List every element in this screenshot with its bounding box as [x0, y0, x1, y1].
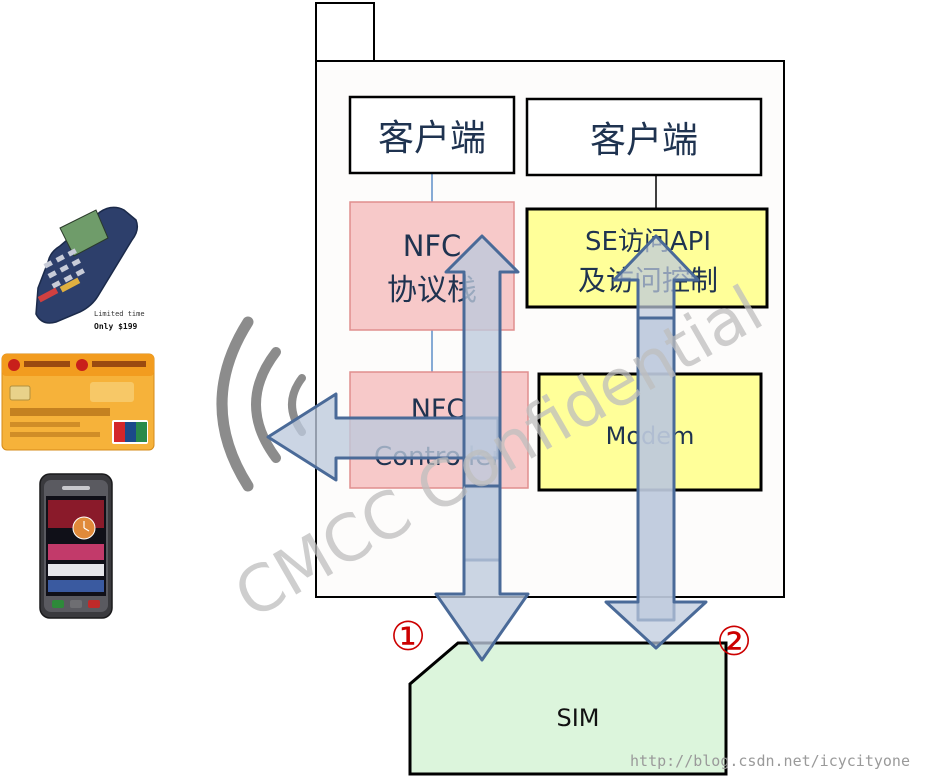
client-box-right: 客户端	[525, 97, 763, 177]
pos-terminal-illustration: Limited time Only $199	[35, 206, 145, 331]
client-box-left: 客户端	[348, 95, 516, 175]
sim-label: SIM	[556, 704, 599, 732]
nfc-stack-line2: 协议栈	[387, 273, 477, 308]
pos-caption-line1: Limited time	[94, 310, 145, 318]
path2-arrows	[604, 234, 708, 650]
radio-wave-icon	[216, 316, 306, 492]
pos-caption-line2: Only $199	[94, 322, 138, 331]
marker-path1: ①	[390, 614, 426, 660]
mobile-phone-illustration	[39, 473, 113, 619]
bank-card-illustration	[1, 353, 155, 451]
phone-antenna	[315, 2, 375, 62]
path1-arrows	[266, 234, 530, 662]
client-right-label: 客户端	[590, 120, 698, 161]
down-arrow-path2	[604, 316, 708, 650]
down-arrow-path1	[434, 484, 530, 662]
marker-path2: ②	[716, 619, 752, 665]
client-left-label: 客户端	[378, 118, 486, 159]
nfc-stack-line1: NFC	[403, 229, 462, 263]
footer-url: http://blog.csdn.net/icycityone	[630, 752, 910, 770]
sim-card: SIM	[408, 641, 728, 776]
